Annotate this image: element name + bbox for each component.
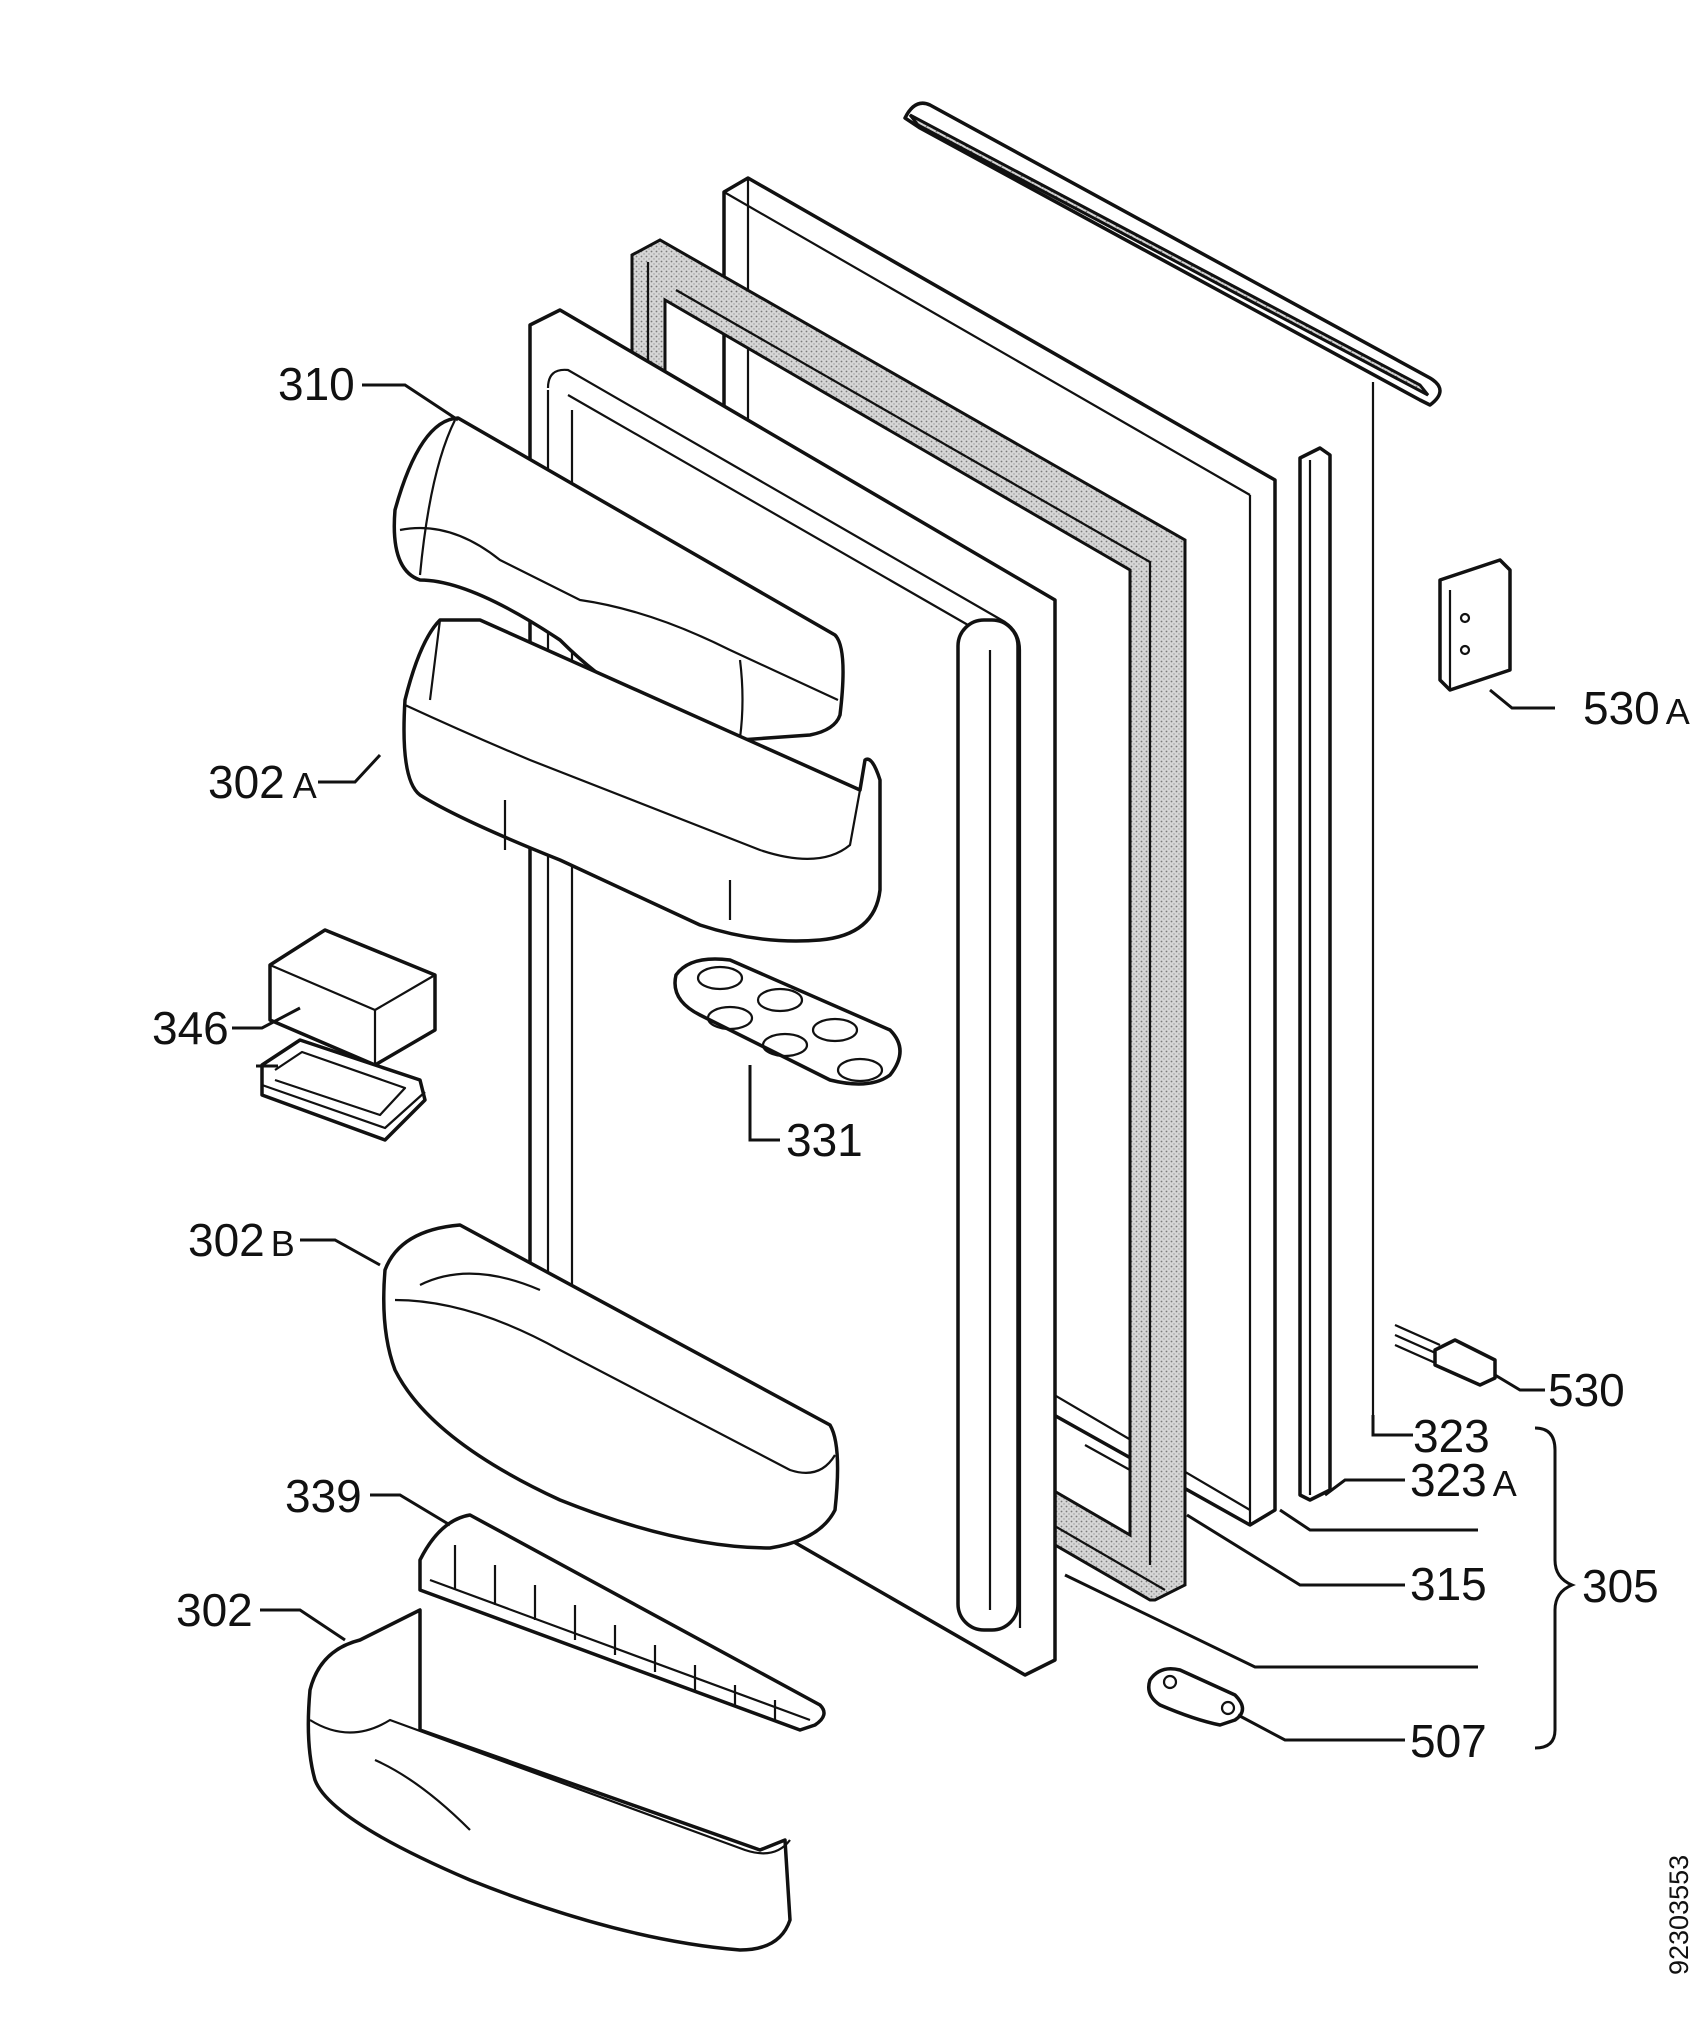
- bottle-shelf-302: [306, 1608, 792, 1952]
- top-trim-strip: [903, 101, 1442, 1415]
- callout-530-label: 530: [1548, 1364, 1625, 1416]
- callout-331-label: 331: [786, 1114, 863, 1166]
- door-shelf-302a: [402, 618, 882, 943]
- butter-dish: [260, 928, 437, 1142]
- heater-wire-connector: [1394, 1323, 1497, 1387]
- callout-310-label: 310: [278, 358, 355, 410]
- callout-530a-suffix: A: [1666, 691, 1690, 732]
- callout-339-label: 339: [285, 1470, 362, 1522]
- callout-302b-suffix: B: [271, 1223, 295, 1264]
- door-shelf-302b: [382, 1223, 840, 1550]
- hinge-bracket: [1438, 558, 1512, 692]
- bottle-rack-insert: [418, 1513, 826, 1732]
- hinge-pin-part: [1147, 1667, 1245, 1727]
- callout-530a-number: 530: [1583, 682, 1660, 734]
- callout-507-label: 507: [1410, 1715, 1487, 1767]
- document-ref-number: 92303553: [1664, 1855, 1694, 1975]
- callout-305-label: 305: [1582, 1560, 1659, 1612]
- callout-302a-number: 302: [208, 756, 285, 808]
- callout-302b-number: 302: [188, 1214, 265, 1266]
- leader-lines: [232, 383, 1576, 1750]
- callout-302a-suffix: A: [293, 765, 317, 806]
- callout-323-label: 323: [1413, 1410, 1490, 1462]
- side-seal-strip: [1298, 446, 1332, 1502]
- callout-323a-number: 323: [1410, 1454, 1487, 1506]
- callout-346-label: 346: [152, 1002, 229, 1054]
- callout-302-label: 302: [176, 1584, 253, 1636]
- callout-323a-suffix: A: [1493, 1463, 1517, 1504]
- egg-tray: [673, 957, 902, 1086]
- callout-315-label: 315: [1410, 1558, 1487, 1610]
